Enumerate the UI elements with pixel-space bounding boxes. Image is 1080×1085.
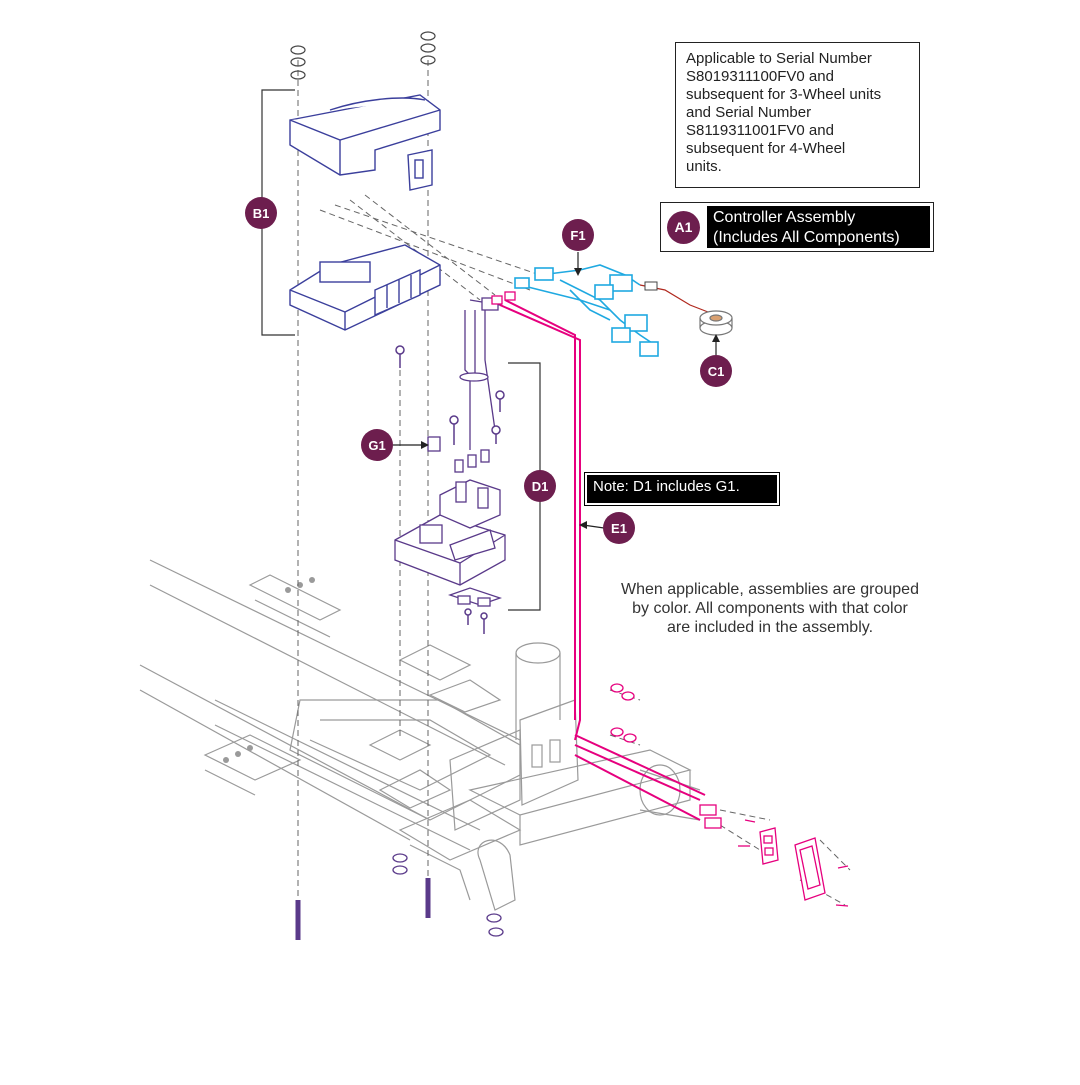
serial-note-line: units. [686, 158, 722, 175]
frame-holes [223, 577, 315, 763]
serial-note-line: subsequent for 3-Wheel units [686, 86, 882, 103]
controller-cover [289, 94, 441, 191]
callout-b1: B1 [245, 197, 277, 229]
assembly-key-label-line: Controller Assembly [713, 209, 856, 226]
callout-d1: D1 [524, 470, 556, 502]
assembly-key-badge: A1 [667, 211, 700, 244]
assembly-key-label: Controller Assembly (Includes All Compon… [707, 206, 930, 248]
callout-e1: E1 [603, 512, 635, 544]
assembly-key: A1 Controller Assembly (Includes All Com… [660, 202, 934, 252]
callout-f1: F1 [562, 219, 594, 251]
cable-e1 [499, 299, 706, 821]
callout-b1-label: B1 [253, 206, 270, 221]
color-note-line: are included in the assembly. [666, 619, 874, 636]
serial-note-line: subsequent for 4-Wheel [686, 140, 846, 157]
color-note-line: When applicable, assemblies are grouped [621, 581, 919, 598]
d1-note: Note: D1 includes G1. [584, 472, 780, 506]
callout-c1: C1 [700, 355, 732, 387]
wiring-harness-f1 [514, 264, 659, 357]
chassis-frame [139, 559, 701, 911]
callout-g1-label: G1 [368, 438, 385, 453]
assembly-key-label-line: (Includes All Components) [713, 229, 900, 246]
controller-body [289, 244, 441, 331]
callout-e1-label: E1 [611, 521, 627, 536]
color-grouping-note: When applicable, assemblies are grouped … [585, 580, 955, 637]
callout-d1-label: D1 [532, 479, 549, 494]
callout-f1-label: F1 [570, 228, 585, 243]
buzzer-plug [644, 281, 658, 291]
serial-note-line: S8019311100FV0 and [686, 68, 834, 85]
serial-note-line: and Serial Number [686, 104, 812, 121]
top-hardware [290, 31, 436, 80]
d1-screws [395, 345, 505, 634]
e1-hardware [610, 683, 849, 907]
leader-arrows [421, 268, 720, 529]
callout-c1-label: C1 [708, 364, 725, 379]
e1-connectors [491, 291, 826, 901]
buzzer-c1 [699, 310, 733, 336]
charger-port-assembly-d1 [394, 297, 506, 607]
serial-number-note: Applicable to Serial Number S8019311100F… [675, 42, 920, 188]
color-note-line: by color. All components with that color [632, 600, 908, 617]
serial-note-line: S8119311001FV0 and [686, 122, 834, 139]
callout-g1: G1 [361, 429, 393, 461]
serial-note-line: Applicable to Serial Number [686, 50, 872, 67]
lower-hardware [295, 853, 504, 940]
